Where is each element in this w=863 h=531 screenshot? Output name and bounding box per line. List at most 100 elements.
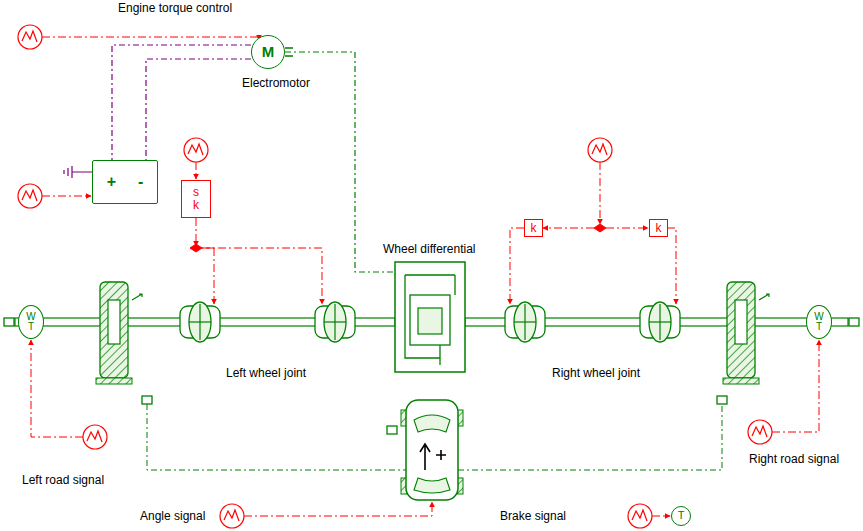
signal-circle — [588, 138, 612, 162]
universal-joint — [505, 302, 545, 342]
vehicle-outline — [406, 400, 458, 500]
wheel-arrow — [132, 294, 142, 300]
signal-line — [600, 162, 601, 224]
signal-line — [772, 340, 819, 432]
mechanical-line — [458, 404, 722, 470]
signal-circle — [18, 25, 42, 49]
signal-line — [606, 228, 648, 229]
signal-circle — [18, 184, 42, 208]
signal-line — [652, 516, 670, 517]
vehicle-windows — [414, 415, 450, 493]
signal-line — [543, 228, 594, 229]
differential-box: Wheel differential — [395, 262, 465, 372]
signal-line — [42, 196, 91, 197]
symbol-text: T — [28, 322, 34, 333]
battery-box: +- — [92, 160, 158, 204]
signal-curve — [22, 190, 37, 201]
caption-label: Right road signal — [749, 452, 839, 466]
signal-line — [31, 340, 83, 437]
gain-box: k — [524, 219, 543, 237]
signal-source — [18, 25, 42, 49]
universal-joint — [315, 302, 355, 342]
joint-axis — [524, 304, 525, 340]
wheel-arrow — [759, 294, 769, 300]
signal-line — [196, 162, 197, 179]
signal-curve — [224, 510, 239, 521]
symbol-text: k — [531, 222, 537, 235]
signal-curve — [22, 31, 37, 42]
wheel-tire — [727, 282, 755, 378]
joint-cross — [649, 302, 671, 342]
signal-line — [667, 228, 676, 304]
port-square — [387, 426, 397, 434]
electromotor-circle: MElectromotor — [251, 35, 285, 69]
symbol-text: k — [656, 222, 662, 235]
signal-curve — [752, 426, 767, 437]
universal-joint — [180, 302, 220, 342]
wheel-hub — [735, 300, 747, 344]
signal-curve — [632, 510, 647, 521]
vehicle-body — [401, 400, 463, 500]
joint-cross — [189, 302, 211, 342]
joint-axis — [334, 304, 335, 340]
signal-curve — [592, 144, 607, 155]
component-name: Wheel differential — [383, 242, 476, 256]
signal-source — [83, 425, 107, 449]
road-ground — [723, 378, 759, 384]
signal-line — [202, 248, 322, 304]
ground-symbol — [64, 166, 92, 178]
signal-circle — [83, 425, 107, 449]
signal-source — [628, 504, 652, 528]
gain-box: sk — [181, 180, 211, 218]
symbol-text: T — [816, 322, 822, 333]
vehicle-direction-symbol — [420, 444, 446, 470]
differential-drawing — [395, 262, 465, 372]
differential-cage — [410, 295, 450, 345]
signal-splitter — [594, 224, 606, 232]
symbol-text: T — [678, 510, 685, 522]
road-ground — [96, 378, 132, 384]
symbol-text: W — [26, 312, 35, 323]
differential-housing — [395, 262, 465, 372]
symbol-text: + — [107, 174, 116, 191]
wheel-sensor: WT — [18, 305, 44, 339]
differential-gear — [418, 308, 442, 334]
joint-axis — [659, 304, 660, 340]
port-square — [717, 396, 727, 404]
caption-label: Brake signal — [500, 509, 566, 523]
signal-source — [220, 504, 244, 528]
signal-line — [214, 248, 215, 304]
signal-circle — [628, 504, 652, 528]
caption-label: Left wheel joint — [226, 366, 306, 380]
signal-line — [196, 218, 197, 246]
caption-label: Engine torque control — [118, 1, 232, 15]
symbol-text: - — [138, 174, 143, 191]
signal-line — [510, 228, 524, 304]
signal-source — [184, 138, 208, 162]
symbol-text: M — [262, 44, 275, 60]
signal-source — [18, 184, 42, 208]
caption-label: Angle signal — [140, 509, 205, 523]
brake-sensor: T — [671, 506, 691, 526]
port-square — [142, 396, 152, 404]
gain-box: k — [649, 219, 668, 237]
signal-curve — [188, 144, 203, 155]
caption-label: Right wheel joint — [552, 366, 640, 380]
wheel-tire — [100, 282, 128, 378]
electric-wire — [112, 45, 251, 160]
signal-curve — [87, 431, 102, 442]
wheel-hub — [108, 300, 120, 344]
port-square — [849, 318, 859, 326]
joint-axis — [199, 304, 200, 340]
component-name: Electromotor — [242, 76, 310, 90]
wheel-sensor: WT — [806, 305, 832, 339]
caption-label: Left road signal — [22, 473, 104, 487]
joint-cross — [324, 302, 346, 342]
universal-joint — [640, 302, 680, 342]
signal-source — [588, 138, 612, 162]
joint-cross — [514, 302, 536, 342]
